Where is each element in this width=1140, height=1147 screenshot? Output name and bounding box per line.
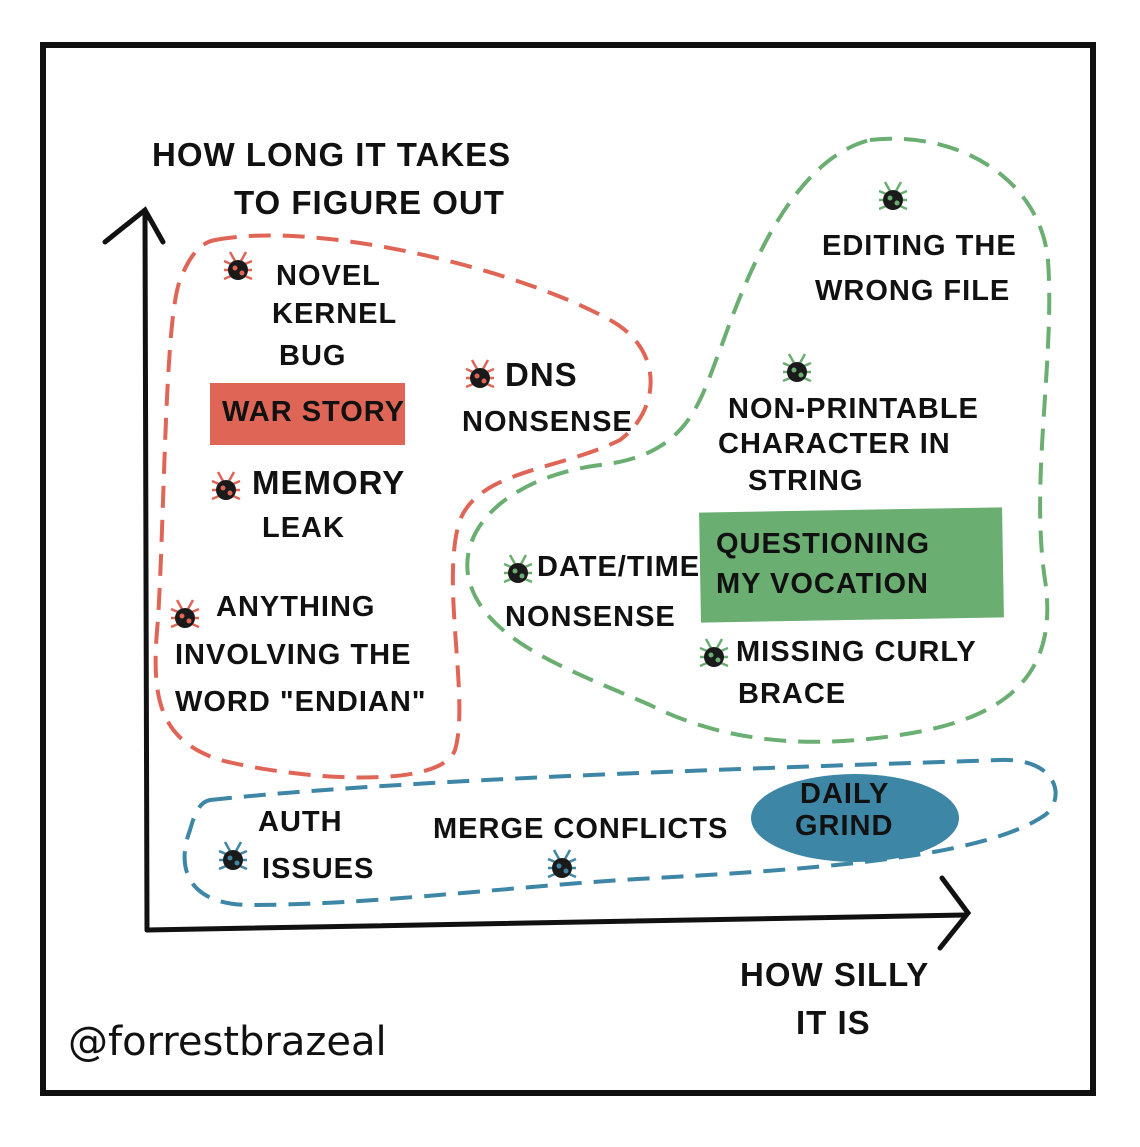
auth-issues-line1: Auth [258,806,343,838]
war-story-label: War story [222,396,406,428]
bug-icon [547,849,577,879]
panel-frame [40,42,1096,1096]
y-axis-label-line2: to figure out [234,184,505,221]
questioning-label-line1: Questioning [716,528,931,560]
bug-icon [465,359,495,389]
endian-line3: word "endian" [175,686,427,718]
non-printable-line3: string [748,465,864,497]
bug-icon [218,841,248,871]
questioning-box [699,507,1004,623]
missing-curly-line2: brace [738,678,847,710]
bug-icon [699,638,729,668]
x-axis [144,875,972,951]
bug-icon [170,599,200,629]
bug-icon [878,181,908,211]
war-story-box [210,383,405,445]
daily-grind-label-line1: Daily [800,778,890,810]
bug-icon [223,251,253,281]
signature: @forrestbrazeal [68,1019,387,1065]
memory-leak-line2: leak [262,512,345,544]
dns-nonsense-line2: nonsense [462,406,633,438]
war-story-region [153,233,653,780]
y-axis [102,206,166,933]
merge-conflicts: Merge conflicts [433,813,729,845]
novel-kernel-bug-line2: kernel [272,298,398,330]
editing-wrong-file-line1: Editing the [822,230,1017,262]
endian-line2: involving the [175,639,412,671]
bug-icon [211,471,241,501]
memory-leak-line1: Memory [252,464,406,501]
auth-issues-line2: issues [262,853,375,885]
bug-icon [503,554,533,584]
novel-kernel-bug-line1: Novel [276,260,381,292]
non-printable-line2: character in [718,428,951,460]
dns-nonsense-line1: DNS [505,356,578,393]
daily-grind-region [182,757,1058,908]
novel-kernel-bug-line3: bug [279,340,347,372]
date-time-line2: nonsense [505,601,676,633]
non-printable-line1: Non-printable [728,393,979,425]
y-axis-label-line1: How long it takes [152,136,512,173]
daily-grind-ellipse [751,774,959,862]
questioning-region [465,136,1052,744]
questioning-label-line2: my vocation [716,568,929,600]
missing-curly-line1: Missing curly [736,636,977,668]
daily-grind-label-line2: grind [795,810,894,842]
endian-line1: Anything [216,591,376,623]
editing-wrong-file-line2: wrong file [815,275,1011,307]
x-axis-label-line1: How silly [740,956,930,993]
x-axis-label-line2: it is [796,1004,871,1041]
date-time-line1: Date/time [537,551,701,583]
bug-icon [782,353,812,383]
